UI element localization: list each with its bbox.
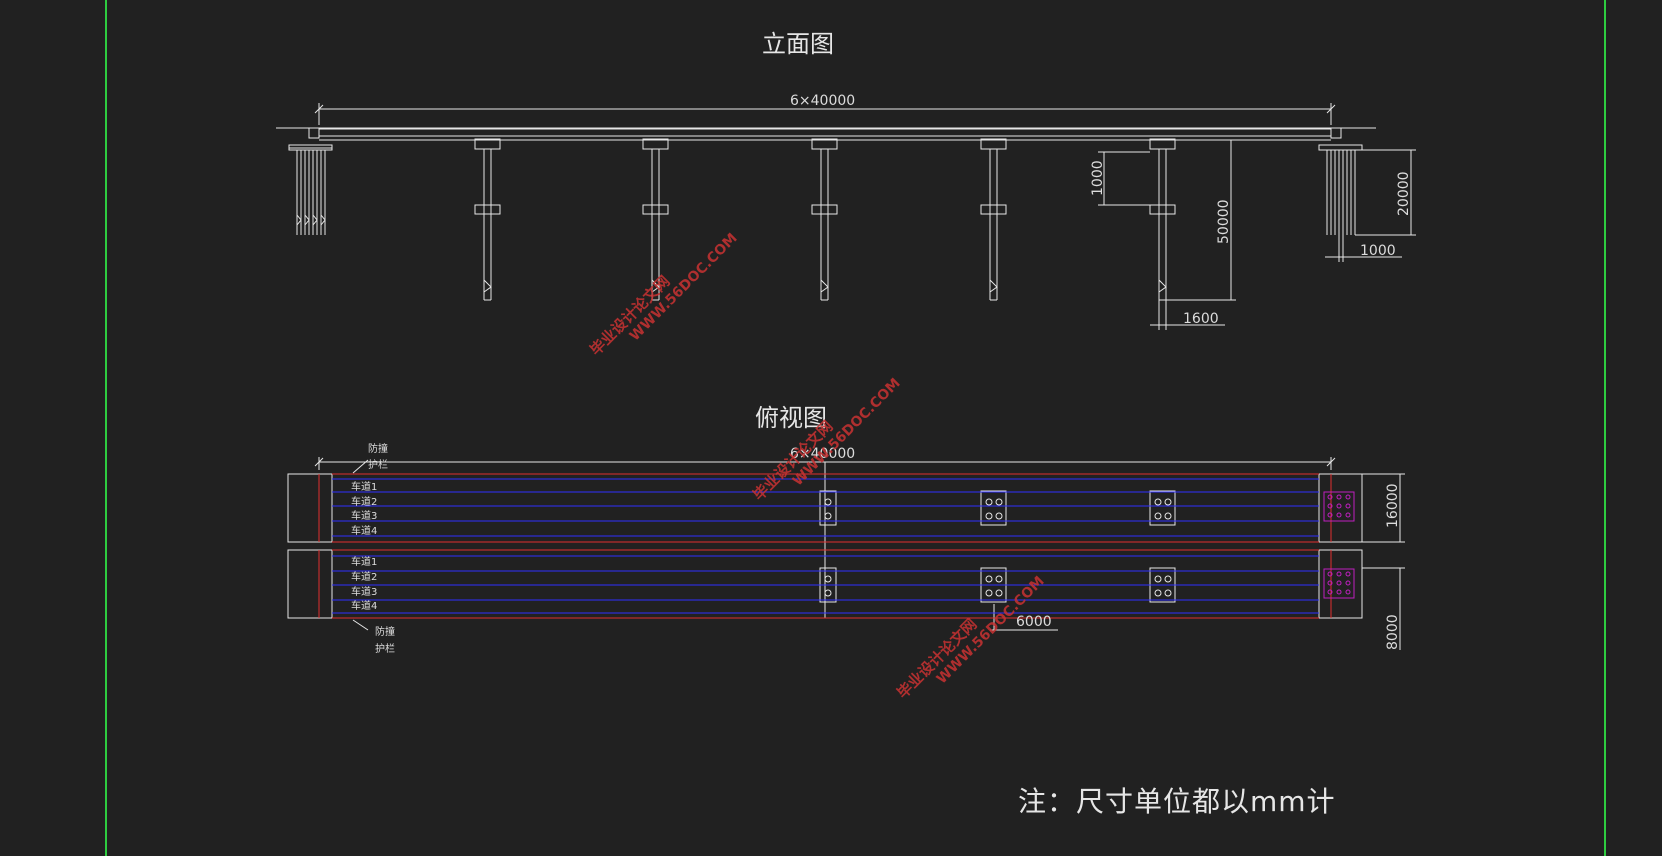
dimension-6000: 6000 <box>1016 614 1052 630</box>
plan-title: 俯视图 <box>755 404 827 432</box>
label-lane-upper-2: 车道2 <box>351 497 378 508</box>
pier-3 <box>811 138 838 301</box>
label-barrier-top-2: 护栏 <box>368 460 388 471</box>
label-lane-lower-2: 车道2 <box>351 572 378 583</box>
pier-5 <box>1149 138 1176 301</box>
pier-1 <box>474 138 501 301</box>
pier-2 <box>642 138 669 301</box>
pier-4 <box>980 138 1007 301</box>
plan-span-dimension: 6×40000 <box>790 446 856 462</box>
units-note: 注：尺寸单位都以mm计 <box>1018 785 1336 818</box>
dimension-50000: 50000 <box>1216 199 1232 244</box>
dimension-1600: 1600 <box>1183 311 1219 327</box>
label-barrier-bottom-1: 防撞 <box>375 627 395 638</box>
label-lane-upper-3: 车道3 <box>351 511 378 522</box>
dimension-16000: 16000 <box>1385 483 1401 528</box>
dimension-1000-horizontal: 1000 <box>1360 243 1396 259</box>
dimension-1000-vertical: 1000 <box>1090 160 1106 196</box>
elevation-title: 立面图 <box>762 30 834 58</box>
label-lane-lower-3: 车道3 <box>351 587 378 598</box>
elevation-span-dimension: 6×40000 <box>790 93 856 109</box>
label-barrier-top-1: 防撞 <box>368 444 388 455</box>
plan-view <box>287 457 1405 650</box>
label-lane-upper-4: 车道4 <box>351 526 378 537</box>
elevation-view <box>276 103 1416 330</box>
label-lane-lower-1: 车道1 <box>351 557 378 568</box>
label-barrier-bottom-2: 护栏 <box>375 644 395 655</box>
dimension-20000: 20000 <box>1396 171 1412 216</box>
label-lane-lower-4: 车道4 <box>351 601 378 612</box>
dimension-8000: 8000 <box>1385 614 1401 650</box>
label-lane-upper-1: 车道1 <box>351 482 378 493</box>
